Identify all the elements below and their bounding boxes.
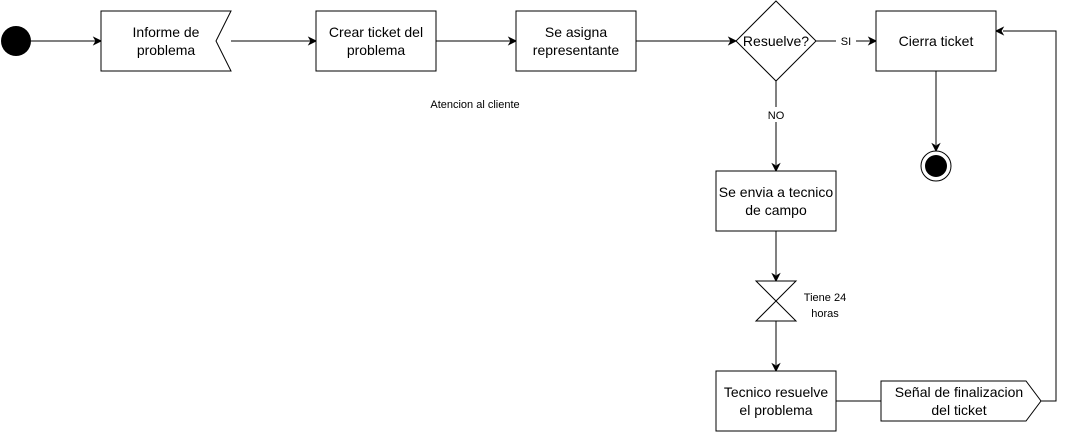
annotation-atencion: Atencion al cliente (430, 99, 519, 111)
node-crear-line1: Crear ticket del (329, 24, 423, 40)
node-informe-line2: problema (137, 42, 196, 58)
arrowhead (507, 36, 518, 46)
end-node (920, 150, 952, 182)
node-senal-line1: Señal de finalizacion (895, 384, 1023, 400)
node-timer-line2: horas (811, 308, 839, 320)
node-informe: Informe de problema (100, 10, 232, 72)
edge-label-bg (764, 107, 788, 122)
hourglass-icon (754, 280, 798, 322)
node-decision: Resuelve? (735, 0, 817, 82)
node-senal-line2: del ticket (931, 402, 986, 418)
node-timer: Tiene 24 horas (754, 280, 846, 322)
node-timer-line1: Tiene 24 (804, 292, 846, 304)
arrowhead (931, 142, 941, 153)
arrowhead (771, 362, 781, 373)
arrowhead (771, 162, 781, 173)
action-box (715, 370, 837, 432)
edge-senal-cierra (1003, 30, 1057, 402)
end-node-core (925, 155, 947, 177)
node-tecnico-line2: el problema (739, 402, 812, 418)
node-envia-line2: de campo (745, 202, 807, 218)
node-cierra: Cierra ticket (875, 10, 997, 72)
arrowhead (727, 36, 738, 46)
node-informe-line1: Informe de (133, 24, 200, 40)
action-box (315, 10, 437, 72)
node-asigna-line2: representante (533, 42, 620, 58)
node-crear-line2: problema (347, 42, 406, 58)
node-tecnico-line1: Tecnico resuelve (724, 384, 828, 400)
decision-diamond (735, 0, 817, 82)
send-signal-shape (880, 380, 1042, 422)
action-box (875, 10, 997, 72)
action-box (515, 10, 637, 72)
action-box (715, 170, 837, 232)
arrowhead (771, 272, 781, 283)
arrowhead (994, 26, 1005, 36)
arrowhead (92, 36, 103, 46)
edge-label-bg (836, 33, 856, 48)
edges (31, 26, 1057, 402)
node-crear: Crear ticket del problema (315, 10, 437, 72)
node-asigna: Se asigna representante (515, 10, 637, 72)
arrowhead (307, 36, 318, 46)
node-envia: Se envia a tecnico de campo (715, 170, 837, 232)
node-cierra-label: Cierra ticket (899, 33, 974, 49)
node-decision-label: Resuelve? (743, 33, 809, 49)
node-asigna-line1: Se asigna (545, 24, 607, 40)
receive-signal-shape (100, 10, 232, 72)
edge-label-si: SI (841, 36, 851, 48)
start-node (1, 26, 31, 56)
node-tecnico: Tecnico resuelve el problema (715, 370, 837, 432)
node-envia-line1: Se envia a tecnico (719, 184, 834, 200)
arrowhead (867, 36, 878, 46)
node-senal: Señal de finalizacion del ticket (880, 380, 1042, 422)
edge-label-no: NO (768, 110, 785, 122)
